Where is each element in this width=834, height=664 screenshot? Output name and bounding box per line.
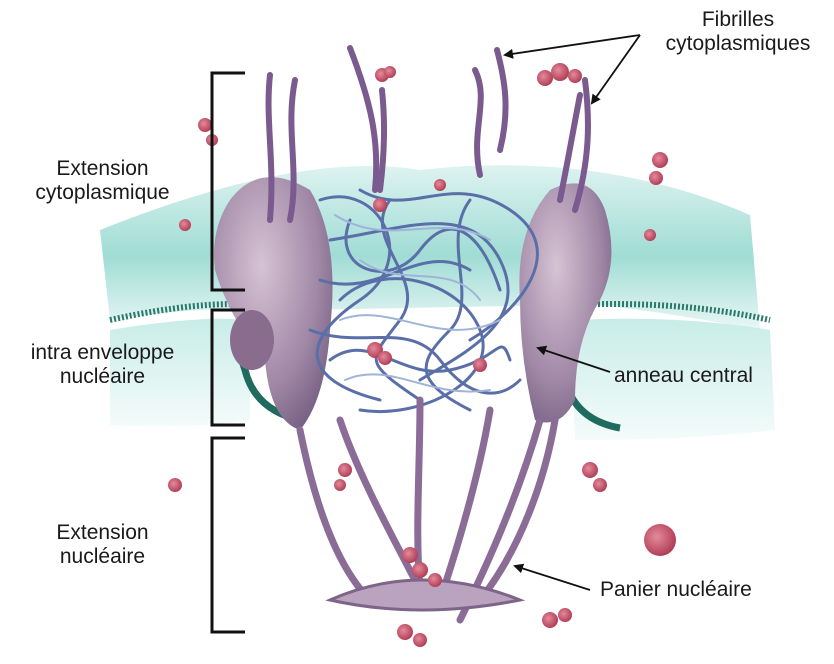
arrow-panier-nucleaire [515, 566, 590, 590]
label-panier-nucleaire: Panier nucléaire [600, 578, 752, 602]
label-extension-nuc-line1: Extension [0, 521, 205, 545]
label-intra-line1: intra enveloppe [0, 341, 205, 365]
label-fibrilles-line2: cytoplasmiques [648, 32, 828, 56]
label-extension-cyto-line1: Extension [0, 157, 205, 181]
label-fibrilles-line1: Fibrilles [648, 8, 828, 32]
label-anneau-central: anneau central [614, 364, 753, 388]
bracket-extension-nucleaire [212, 438, 245, 632]
label-intra-enveloppe: intra enveloppe nucléaire [0, 341, 205, 389]
label-fibrilles: Fibrilles cytoplasmiques [648, 8, 828, 56]
arrow-fibrilles-2 [592, 35, 640, 103]
label-extension-nucleaire: Extension nucléaire [0, 521, 205, 569]
arrow-fibrilles-1 [505, 35, 640, 55]
label-extension-cyto-line2: cytoplasmique [0, 181, 205, 205]
label-extension-nuc-line2: nucléaire [0, 545, 205, 569]
label-intra-line2: nucléaire [0, 365, 205, 389]
label-extension-cytoplasmique: Extension cytoplasmique [0, 157, 205, 205]
